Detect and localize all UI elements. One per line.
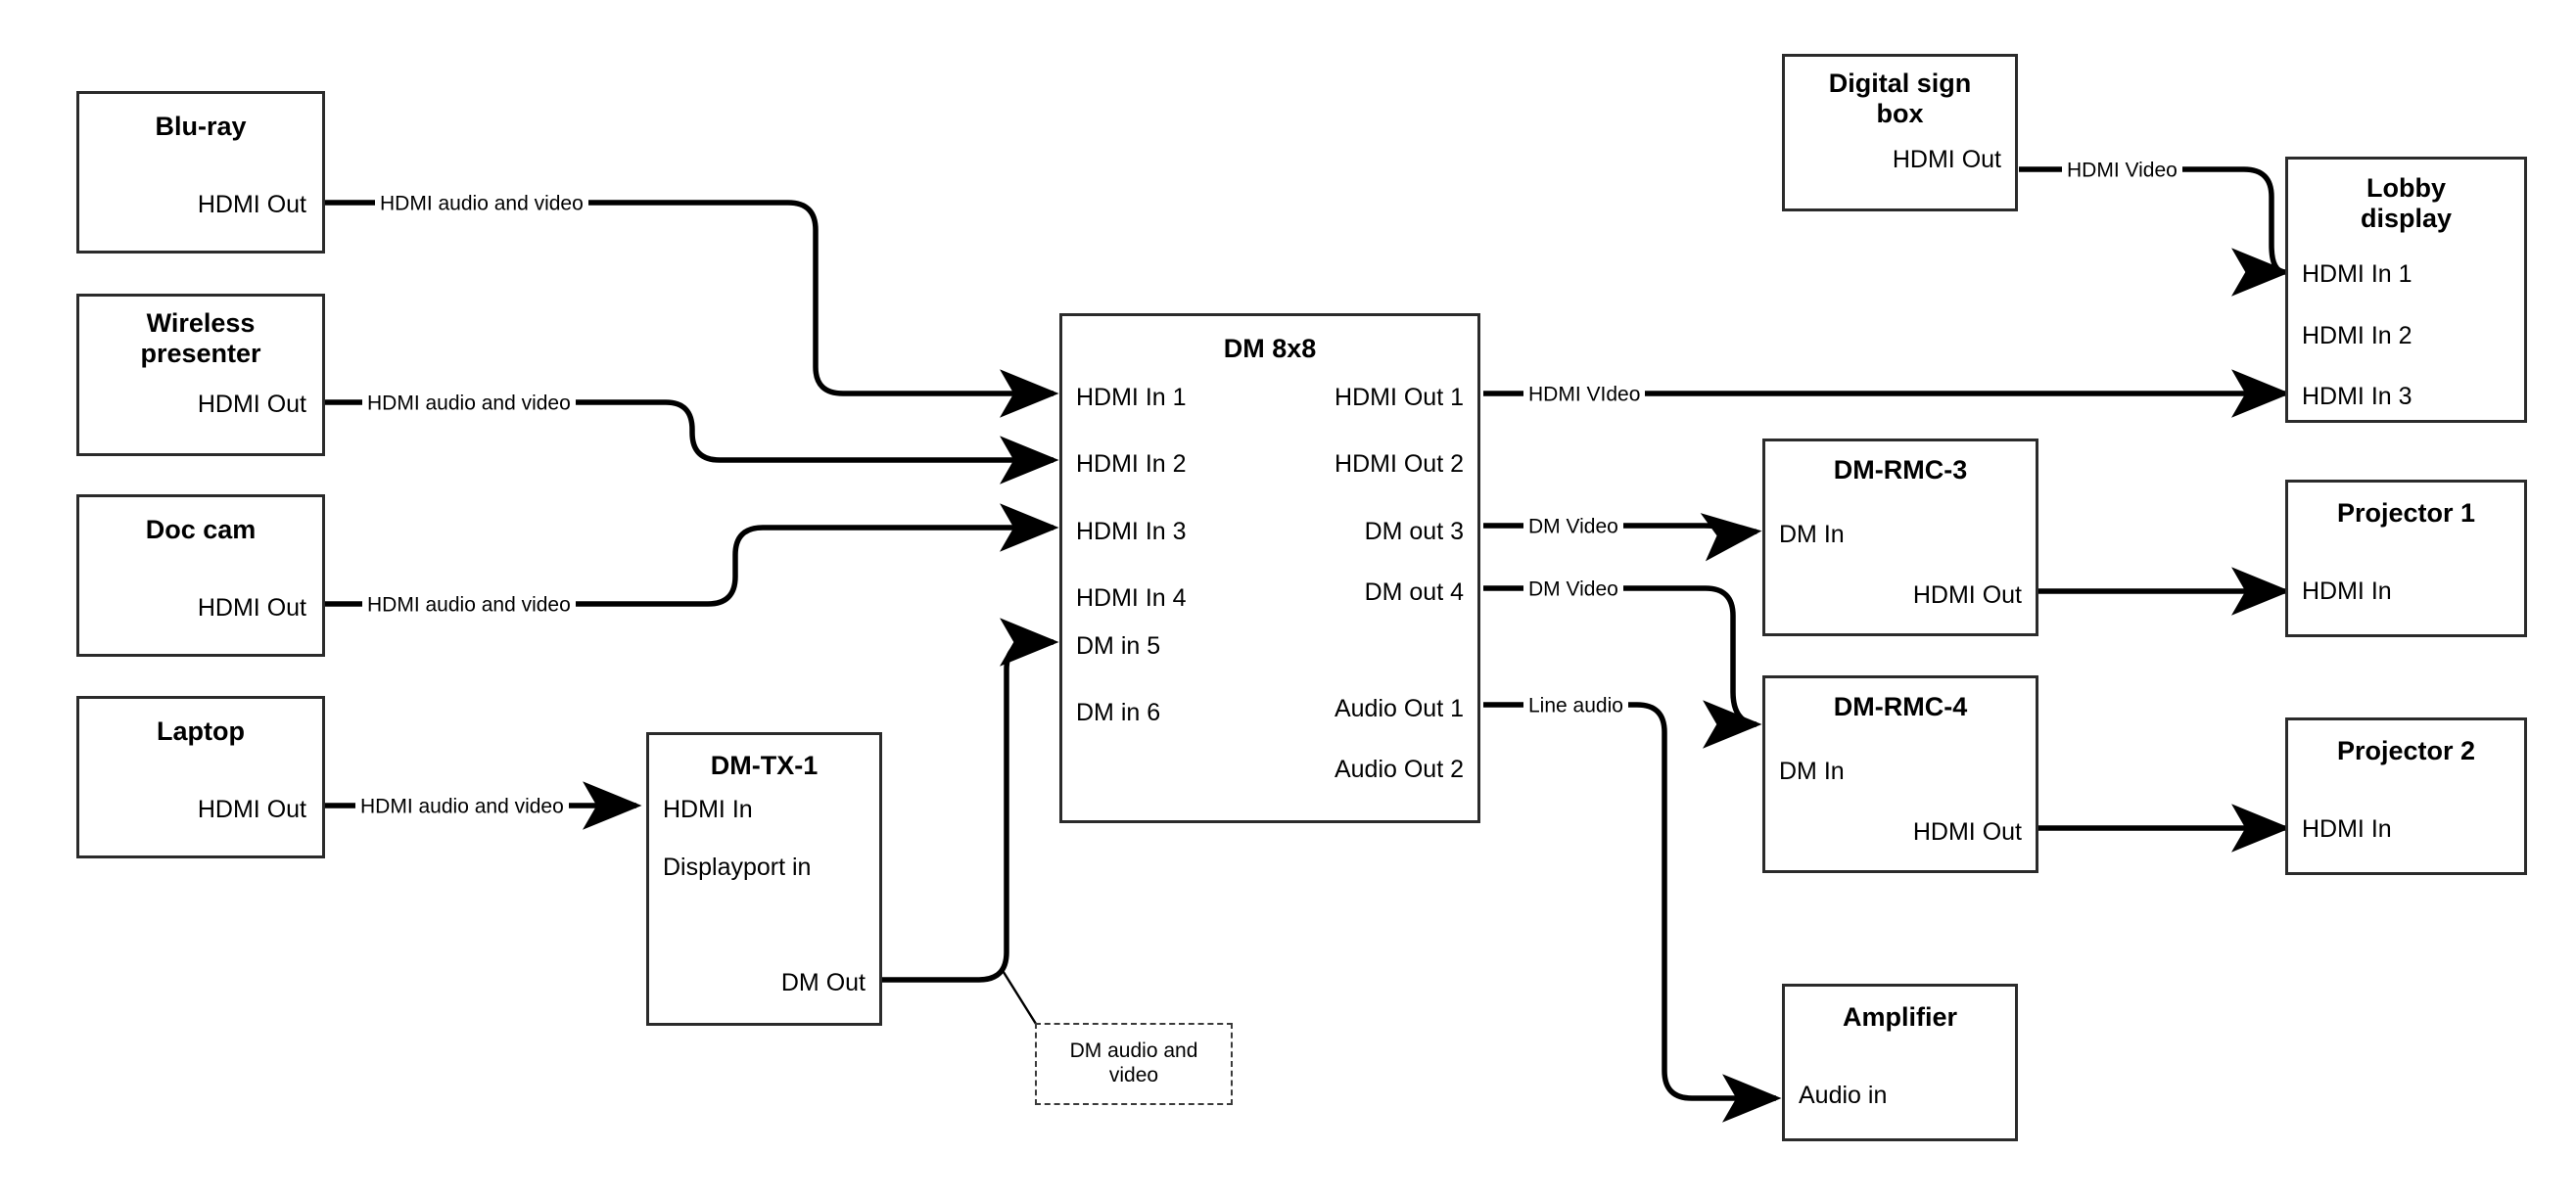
node-dm-tx-1[interactable]: DM-TX-1 HDMI In Displayport in DM Out [646, 732, 882, 1026]
node-laptop-port-hdmi-out: HDMI Out [197, 796, 306, 823]
node-dm-rmc-3-port-hdmi-out: HDMI Out [1912, 581, 2022, 609]
node-lobby-display-input-1: HDMI In 1 [2302, 260, 2412, 288]
wire-label-wireless-to-dm8x8: HDMI audio and video [362, 392, 576, 415]
node-dm-tx-1-port-displayport-in: Displayport in [663, 854, 812, 881]
node-lobby-display-title-line1: Lobby [2366, 173, 2446, 203]
node-lobby-display-input-2: HDMI In 2 [2302, 322, 2412, 349]
node-doc-cam-title: Doc cam [145, 515, 257, 544]
wire-signbox-to-lobby [2019, 166, 2291, 297]
node-blu-ray-title: Blu-ray [155, 112, 247, 141]
node-dm-8x8-input-4: HDMI In 4 [1076, 584, 1187, 612]
node-lobby-display[interactable]: Lobby display HDMI In 1 HDMI In 2 HDMI I… [2285, 157, 2527, 423]
node-blu-ray-port-hdmi-out: HDMI Out [197, 191, 306, 218]
node-dm-8x8-output-6: Audio Out 2 [1334, 756, 1464, 783]
node-projector-1-title: Projector 1 [2336, 498, 2476, 528]
node-lobby-display-title-line2: display [2360, 204, 2453, 233]
wire-dmtx1-to-dm8x8 [882, 618, 1059, 983]
node-digital-sign-box-title-line1: Digital sign [1828, 69, 1972, 98]
node-dm-rmc-4[interactable]: DM-RMC-4 DM In HDMI Out [1762, 675, 2038, 873]
wire-label-dm8x8-dmout4-to-rmc4: DM Video [1523, 577, 1623, 601]
wire-label-dm8x8-hdmiout1-to-lobby: HDMI VIdeo [1523, 383, 1646, 406]
node-amplifier-title: Amplifier [1842, 1002, 1958, 1032]
node-dm-8x8-input-1: HDMI In 1 [1076, 384, 1187, 411]
node-digital-sign-box-port-hdmi-out: HDMI Out [1892, 146, 2001, 173]
node-dm-tx-1-port-dm-out: DM Out [780, 969, 866, 996]
node-projector-1-port-hdmi-in: HDMI In [2302, 577, 2392, 605]
node-dm-tx-1-title: DM-TX-1 [710, 751, 819, 780]
node-lobby-display-input-3: HDMI In 3 [2302, 383, 2412, 410]
callout-dm-audio-and-video: DM audio and video [1035, 1023, 1233, 1105]
node-dm-8x8[interactable]: DM 8x8 HDMI In 1 HDMI In 2 HDMI In 3 HDM… [1059, 313, 1480, 823]
node-dm-8x8-input-6: DM in 6 [1076, 699, 1161, 726]
node-dm-rmc-3-title: DM-RMC-3 [1833, 455, 1968, 485]
node-projector-1[interactable]: Projector 1 HDMI In [2285, 480, 2527, 637]
node-dm-rmc-3[interactable]: DM-RMC-3 DM In HDMI Out [1762, 439, 2038, 636]
wire-dm8x8-audioout1-to-amp [1483, 702, 1782, 1123]
node-dm-8x8-input-5: DM in 5 [1076, 632, 1161, 660]
wire-label-dm8x8-audioout1-to-amp: Line audio [1523, 694, 1628, 717]
wire-label-dm8x8-dmout3-to-rmc3: DM Video [1523, 515, 1623, 538]
callout-text-line1: DM audio and [1069, 1039, 1198, 1063]
wire-label-laptop-to-dmtx1: HDMI audio and video [355, 795, 569, 818]
node-blu-ray[interactable]: Blu-ray HDMI Out [76, 91, 325, 254]
wire-label-bluray-to-dm8x8: HDMI audio and video [375, 192, 588, 215]
node-dm-8x8-output-2: HDMI Out 2 [1335, 450, 1464, 478]
node-wireless-presenter-title-line1: Wireless [146, 308, 256, 338]
node-digital-sign-box[interactable]: Digital sign box HDMI Out [1782, 54, 2018, 211]
node-dm-8x8-input-3: HDMI In 3 [1076, 518, 1187, 545]
node-dm-rmc-4-port-hdmi-out: HDMI Out [1912, 818, 2022, 846]
node-dm-8x8-output-4: DM out 4 [1364, 578, 1464, 606]
node-dm-8x8-output-5: Audio Out 1 [1334, 695, 1464, 722]
node-wireless-presenter[interactable]: Wireless presenter HDMI Out [76, 294, 325, 456]
node-wireless-presenter-title-line2: presenter [140, 339, 261, 368]
wire-doccam-to-dm8x8 [325, 503, 1059, 607]
node-laptop[interactable]: Laptop HDMI Out [76, 696, 325, 858]
node-dm-rmc-3-port-dm-in: DM In [1779, 521, 1845, 548]
node-projector-2-title: Projector 2 [2336, 736, 2476, 765]
node-doc-cam-port-hdmi-out: HDMI Out [197, 594, 306, 622]
wire-label-doccam-to-dm8x8: HDMI audio and video [362, 593, 576, 617]
node-projector-2[interactable]: Projector 2 HDMI In [2285, 717, 2527, 875]
node-digital-sign-box-title-line2: box [1876, 99, 1924, 128]
node-amplifier-port-audio-in: Audio in [1799, 1082, 1888, 1109]
node-dm-8x8-input-2: HDMI In 2 [1076, 450, 1187, 478]
node-doc-cam[interactable]: Doc cam HDMI Out [76, 494, 325, 657]
node-dm-rmc-4-port-dm-in: DM In [1779, 758, 1845, 785]
node-dm-tx-1-port-hdmi-in: HDMI In [663, 796, 753, 823]
node-amplifier[interactable]: Amplifier Audio in [1782, 984, 2018, 1141]
node-wireless-presenter-port-hdmi-out: HDMI Out [197, 391, 306, 418]
node-dm-8x8-title: DM 8x8 [1223, 334, 1317, 363]
wire-label-signbox-to-lobby: HDMI Video [2062, 159, 2182, 182]
callout-text-line2: video [1108, 1064, 1159, 1086]
node-laptop-title: Laptop [157, 716, 245, 746]
node-dm-8x8-output-3: DM out 3 [1364, 518, 1464, 545]
node-dm-rmc-4-title: DM-RMC-4 [1833, 692, 1968, 721]
node-dm-8x8-output-1: HDMI Out 1 [1335, 384, 1464, 411]
node-projector-2-port-hdmi-in: HDMI In [2302, 815, 2392, 843]
wire-bluray-to-dm8x8 [325, 200, 1059, 418]
